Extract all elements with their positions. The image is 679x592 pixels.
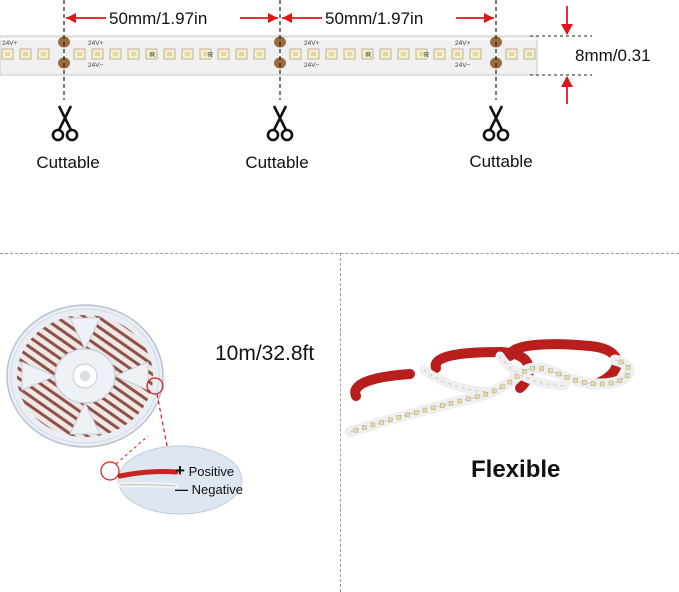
voltage-marking: 24V+ bbox=[455, 40, 471, 47]
cut-point-label: Cuttable bbox=[469, 152, 533, 171]
led-chip bbox=[608, 380, 614, 386]
led-chip bbox=[491, 388, 497, 394]
led-chip bbox=[362, 425, 367, 430]
led-die bbox=[437, 52, 442, 56]
led-chip bbox=[582, 380, 587, 385]
cut-point-label: Cuttable bbox=[245, 153, 309, 172]
led-die bbox=[293, 52, 298, 56]
led-chip bbox=[474, 394, 480, 399]
positive-text: Positive bbox=[188, 464, 235, 479]
led-chip bbox=[405, 412, 410, 418]
resistor-marking: R bbox=[150, 52, 155, 59]
led-die bbox=[311, 52, 316, 56]
led-chip bbox=[396, 415, 402, 420]
led-chip bbox=[353, 427, 358, 433]
led-chip bbox=[370, 422, 376, 428]
led-die bbox=[383, 52, 388, 56]
resistor-marking: R bbox=[208, 52, 213, 59]
led-die bbox=[185, 52, 190, 56]
led-die bbox=[455, 52, 460, 56]
led-die bbox=[203, 52, 208, 56]
led-die bbox=[149, 52, 154, 56]
led-die bbox=[131, 52, 136, 56]
led-chip bbox=[440, 403, 445, 408]
led-die bbox=[329, 52, 334, 56]
led-die bbox=[419, 52, 424, 56]
led-chip bbox=[457, 398, 462, 404]
led-chip bbox=[483, 391, 489, 397]
led-chip bbox=[625, 365, 631, 370]
led-chip bbox=[548, 368, 553, 374]
resistor-marking: R bbox=[424, 52, 429, 59]
scissors-icon bbox=[266, 105, 294, 142]
led-die bbox=[167, 52, 172, 56]
led-chip bbox=[530, 365, 535, 371]
negative-wire-label: — Negative bbox=[175, 482, 243, 497]
section-divider-vertical bbox=[340, 253, 341, 592]
led-die bbox=[5, 52, 10, 56]
led-chip bbox=[539, 366, 544, 371]
led-chip bbox=[573, 378, 578, 383]
led-strip-diagram: 24V+ 24V− 24V+ 24V− 24V+ 24V− 24V+ R R R R bbox=[0, 0, 592, 104]
voltage-marking: 24V+ bbox=[88, 40, 104, 47]
voltage-marking: 24V− bbox=[455, 62, 471, 69]
led-chip bbox=[507, 379, 513, 385]
led-die bbox=[347, 52, 352, 56]
led-die bbox=[41, 52, 46, 56]
led-chip bbox=[624, 373, 630, 378]
led-chip bbox=[431, 405, 436, 411]
led-chip bbox=[556, 371, 561, 377]
voltage-marking: 24V+ bbox=[304, 40, 320, 47]
resistor-marking: R bbox=[366, 52, 371, 59]
negative-symbol: — bbox=[175, 482, 188, 497]
led-chip bbox=[514, 374, 520, 379]
led-die bbox=[23, 52, 28, 56]
led-die bbox=[95, 52, 100, 56]
flexible-label: Flexible bbox=[471, 456, 561, 483]
led-chip bbox=[422, 407, 428, 413]
scissors-icon bbox=[482, 105, 510, 142]
segment-length-right: 50mm/1.97in bbox=[325, 9, 424, 28]
led-die bbox=[365, 52, 370, 56]
voltage-marking: 24V+ bbox=[2, 40, 18, 47]
reel-length-label: 10m/32.8ft bbox=[215, 342, 315, 365]
cut-point-label: Cuttable bbox=[36, 153, 100, 172]
led-chip bbox=[522, 369, 527, 374]
positive-symbol: + bbox=[175, 461, 185, 480]
led-die bbox=[527, 52, 532, 56]
led-chip bbox=[564, 375, 570, 380]
led-chip bbox=[599, 381, 605, 387]
voltage-marking: 24V− bbox=[304, 62, 320, 69]
section-divider-horizontal bbox=[0, 253, 679, 254]
negative-text: Negative bbox=[191, 482, 243, 497]
led-chip bbox=[617, 378, 623, 383]
flexible-strip-illustration bbox=[344, 339, 635, 438]
led-die bbox=[113, 52, 118, 56]
led-chip bbox=[466, 396, 471, 402]
led-chip bbox=[590, 381, 596, 386]
led-die bbox=[473, 52, 478, 56]
led-die bbox=[221, 52, 226, 56]
segment-length-left: 50mm/1.97in bbox=[109, 9, 208, 28]
led-chip bbox=[499, 384, 505, 390]
led-strip bbox=[0, 35, 538, 76]
led-chip bbox=[618, 359, 624, 365]
led-die bbox=[509, 52, 514, 56]
strip-width-label: 8mm/0.31 bbox=[575, 46, 651, 65]
led-die bbox=[239, 52, 244, 56]
positive-wire-label: + Positive bbox=[175, 461, 234, 481]
led-reel-illustration bbox=[6, 304, 243, 515]
led-die bbox=[401, 52, 406, 56]
led-chip bbox=[448, 401, 454, 406]
led-die bbox=[257, 52, 262, 56]
scissors-icon bbox=[51, 105, 79, 142]
led-die bbox=[77, 52, 82, 56]
led-chip bbox=[387, 417, 393, 423]
led-chip bbox=[379, 420, 384, 425]
led-chip bbox=[413, 410, 419, 415]
voltage-marking: 24V− bbox=[88, 62, 104, 69]
